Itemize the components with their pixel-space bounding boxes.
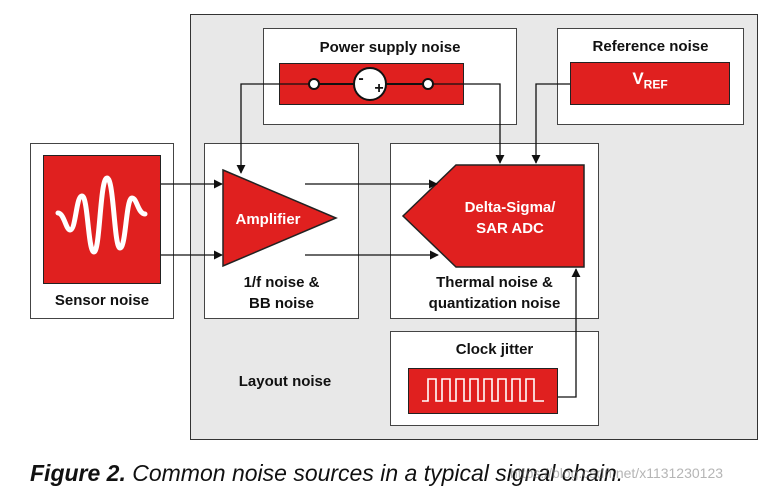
wire-vref-to-adc (531, 83, 570, 164)
power-supply-noise-label: Power supply noise (319, 39, 461, 56)
vref-main: V (632, 69, 644, 88)
clock-tile (408, 368, 558, 414)
amplifier-triangle (222, 168, 338, 268)
clock-jitter-label: Clock jitter (455, 341, 534, 358)
vref-label: VREF (570, 69, 730, 91)
adc-label-line2: quantization noise (428, 295, 561, 312)
adc-label-line1: Thermal noise & (436, 274, 553, 291)
amplifier-label-line1: 1/f noise & (243, 274, 320, 291)
wire-clock-to-adc (558, 268, 581, 398)
caption-prefix: Figure 2. (30, 460, 126, 486)
adc-name-line2: SAR ADC (476, 220, 544, 237)
clock-wave-icon (422, 378, 544, 402)
layout-noise-label: Layout noise (238, 373, 332, 390)
sensor-wave-icon (55, 175, 148, 255)
figure-caption: Figure 2. Common noise sources in a typi… (30, 460, 623, 487)
reference-noise-label: Reference noise (592, 38, 709, 55)
sensor-noise-label: Sensor noise (54, 292, 150, 309)
watermark: https://blog.csdn.net/x1131230123 (510, 465, 724, 481)
power-supply-icon (308, 67, 434, 101)
adc-name-line1: Delta-Sigma/ (465, 199, 557, 216)
caption-text: Common noise sources in a typical signal… (125, 460, 624, 486)
amplifier-name: Amplifier (235, 211, 300, 228)
wire-power-to-amp (236, 83, 309, 174)
adc-shape (401, 164, 585, 268)
vref-subscript: REF (643, 77, 668, 92)
minus-sign: - (358, 70, 363, 87)
vref-tile (570, 62, 730, 105)
amplifier-label-line2: BB noise (248, 295, 314, 312)
plus-sign: + (374, 80, 383, 97)
wire-power-to-adc (433, 83, 505, 164)
